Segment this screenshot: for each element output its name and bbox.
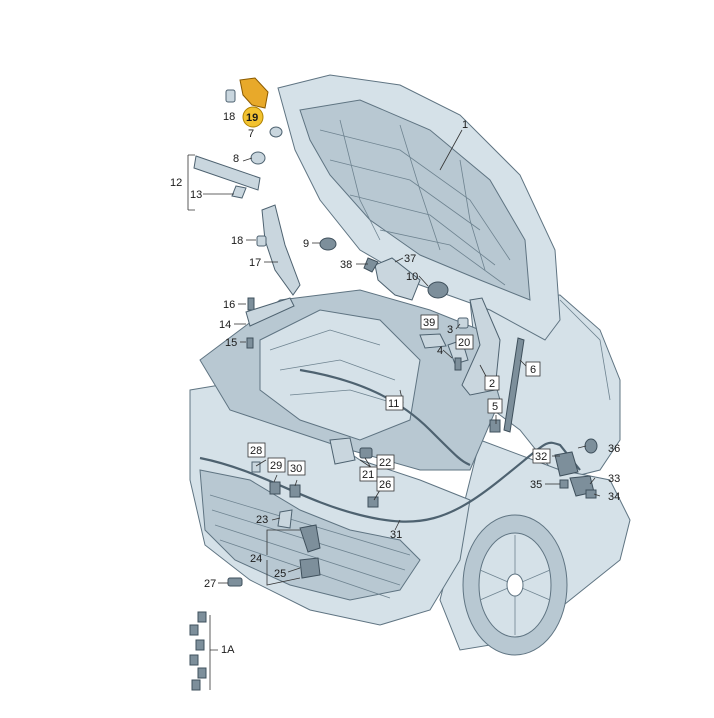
label-19-badge	[242, 106, 264, 128]
label-5-box	[487, 398, 503, 414]
label-9: 9	[303, 238, 309, 250]
label-15: 15	[225, 337, 237, 349]
label-38: 38	[340, 259, 352, 271]
label-7: 7	[248, 128, 254, 140]
label-18-top: 18	[223, 111, 235, 123]
part-23-24-25-lock	[277, 509, 321, 579]
label-39-box	[420, 314, 439, 330]
label-11-box	[385, 395, 404, 411]
label-12: 12	[170, 177, 182, 189]
part-26-clip	[367, 496, 379, 508]
label-16: 16	[223, 299, 235, 311]
label-25: 25	[274, 568, 286, 580]
part-16-bolt	[247, 297, 255, 311]
label-37: 37	[404, 253, 416, 265]
label-30-box	[287, 460, 306, 476]
label-32-box	[532, 448, 551, 464]
label-17: 17	[249, 257, 261, 269]
label-10: 10	[406, 271, 418, 283]
label-33: 33	[608, 473, 620, 485]
label-27: 27	[204, 578, 216, 590]
label-8: 8	[233, 153, 239, 165]
part-27-bolt	[227, 577, 243, 587]
label-19: 19	[246, 112, 258, 124]
label-14: 14	[219, 319, 231, 331]
part-18-clip-mid	[256, 235, 267, 247]
label-5: 5	[492, 401, 498, 413]
part-10-grommet	[427, 281, 449, 299]
label-6: 6	[530, 364, 536, 376]
label-24: 24	[250, 553, 262, 565]
label-31: 31	[390, 529, 402, 541]
label-35: 35	[530, 479, 542, 491]
label-30: 30	[290, 463, 302, 475]
part-6-gas-strut	[503, 337, 525, 433]
part-28-29-30-clips	[251, 461, 301, 498]
label-13: 13	[190, 189, 202, 201]
part-18-clip-top	[225, 89, 236, 103]
label-39: 39	[423, 317, 435, 329]
part-39-bracket	[419, 333, 447, 349]
label-2: 2	[489, 378, 495, 390]
label-36: 36	[608, 443, 620, 455]
part-11-seal	[299, 368, 471, 466]
part-9-grommet	[319, 237, 337, 251]
label-21: 21	[362, 469, 374, 481]
label-11: 11	[388, 398, 399, 410]
label-18-mid: 18	[231, 235, 243, 247]
label-32: 32	[535, 451, 547, 463]
part-4-bolt	[454, 357, 462, 371]
label-2-box	[484, 375, 500, 391]
part-38-pin	[363, 257, 379, 273]
part-8-grommet	[250, 151, 266, 165]
label-29: 29	[270, 460, 282, 472]
label-34: 34	[608, 491, 620, 503]
label-26: 26	[379, 479, 391, 491]
part-labels: 1 18 19 7 8 12 13 18 17 9 38 37 10 16 14…	[170, 106, 620, 656]
label-1a: 1A	[221, 644, 235, 656]
part-15-bolt	[246, 337, 254, 349]
part-12-seal-strip	[193, 155, 261, 199]
label-23: 23	[256, 514, 268, 526]
label-22-box	[376, 454, 395, 470]
label-26-box	[376, 476, 395, 492]
label-22: 22	[379, 457, 391, 469]
leader-lines	[187, 129, 601, 690]
hood-panel	[277, 74, 561, 341]
part-5-fastener	[489, 419, 501, 433]
part-1a-fasteners	[189, 611, 207, 691]
label-29-box	[267, 457, 286, 473]
label-20: 20	[458, 337, 470, 349]
label-6-box	[525, 361, 541, 377]
label-4: 4	[437, 345, 443, 357]
part-7-nut	[269, 126, 283, 138]
part-2-hinge	[461, 297, 501, 396]
part-37-bracket	[374, 257, 421, 301]
label-21-box	[359, 466, 378, 482]
part-14-bracket	[245, 297, 295, 327]
part-17-hinge	[261, 204, 301, 296]
part-3-clip	[457, 317, 469, 329]
part-21-22-bracket	[329, 437, 373, 465]
label-1: 1	[462, 119, 468, 131]
label-28: 28	[250, 445, 262, 457]
part-19-bracket	[239, 77, 269, 109]
part-32-33-lock	[554, 438, 598, 499]
label-3: 3	[447, 324, 453, 336]
label-20-box	[455, 334, 474, 350]
label-28-box	[247, 442, 266, 458]
